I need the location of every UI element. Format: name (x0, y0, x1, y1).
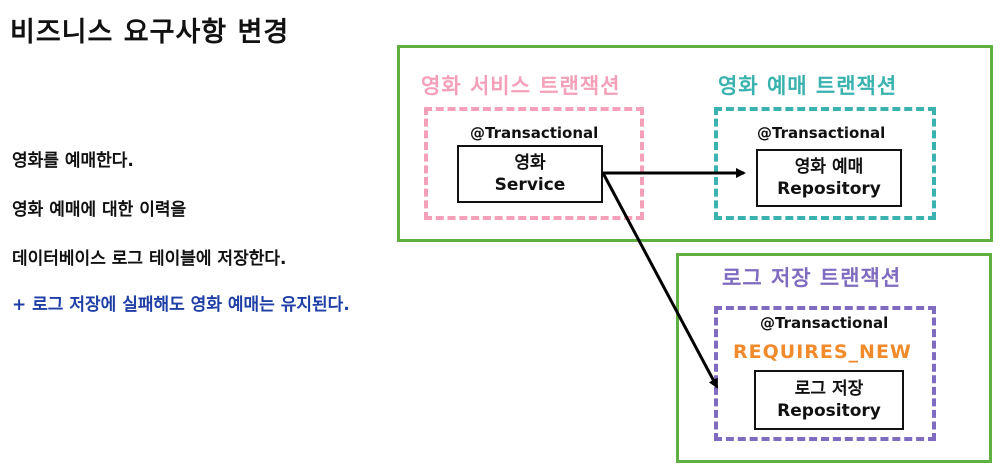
log-repository-type: Repository (777, 401, 881, 421)
movie-service-type: Service (494, 175, 566, 195)
note-line: + 로그 저장에 실패해도 영화 예매는 유지된다. (12, 295, 350, 315)
log-annotation: @Transactional (760, 314, 889, 332)
movie-service-name: 영화 (514, 152, 546, 173)
log-repository-name: 로그 저장 (794, 378, 864, 399)
movie-booking-repository-type: Repository (777, 179, 881, 199)
log-tx-label: 로그 저장 트랜잭션 (722, 266, 902, 290)
propagation-label: REQUIRES_NEW (733, 341, 912, 363)
movie-service-tx-boundary (424, 107, 644, 220)
movie-service-tx-label: 영화 서비스 트랜잭션 (421, 74, 621, 98)
log-repository-box: 로그 저장 Repository (754, 370, 904, 430)
body-line-3: 데이터베이스 로그 테이블에 저장한다. (12, 249, 287, 269)
movie-booking-repository-box: 영화 예매 Repository (756, 149, 902, 207)
movie-service-annotation: @Transactional (470, 124, 599, 142)
outer-transaction-box (397, 45, 993, 242)
movie-booking-annotation: @Transactional (757, 124, 886, 142)
movie-booking-tx-label: 영화 예매 트랜잭션 (718, 74, 898, 98)
movie-booking-repository-name: 영화 예매 (794, 156, 864, 177)
log-tx-boundary (714, 306, 936, 441)
body-line-2: 영화 예매에 대한 이력을 (12, 200, 187, 220)
arrow-to-log-repository (601, 172, 719, 389)
body-line-1: 영화를 예매한다. (12, 151, 134, 171)
movie-booking-tx-boundary (714, 107, 936, 220)
log-transaction-outer-box (676, 253, 992, 463)
page-title: 비즈니스 요구사항 변경 (10, 17, 290, 48)
